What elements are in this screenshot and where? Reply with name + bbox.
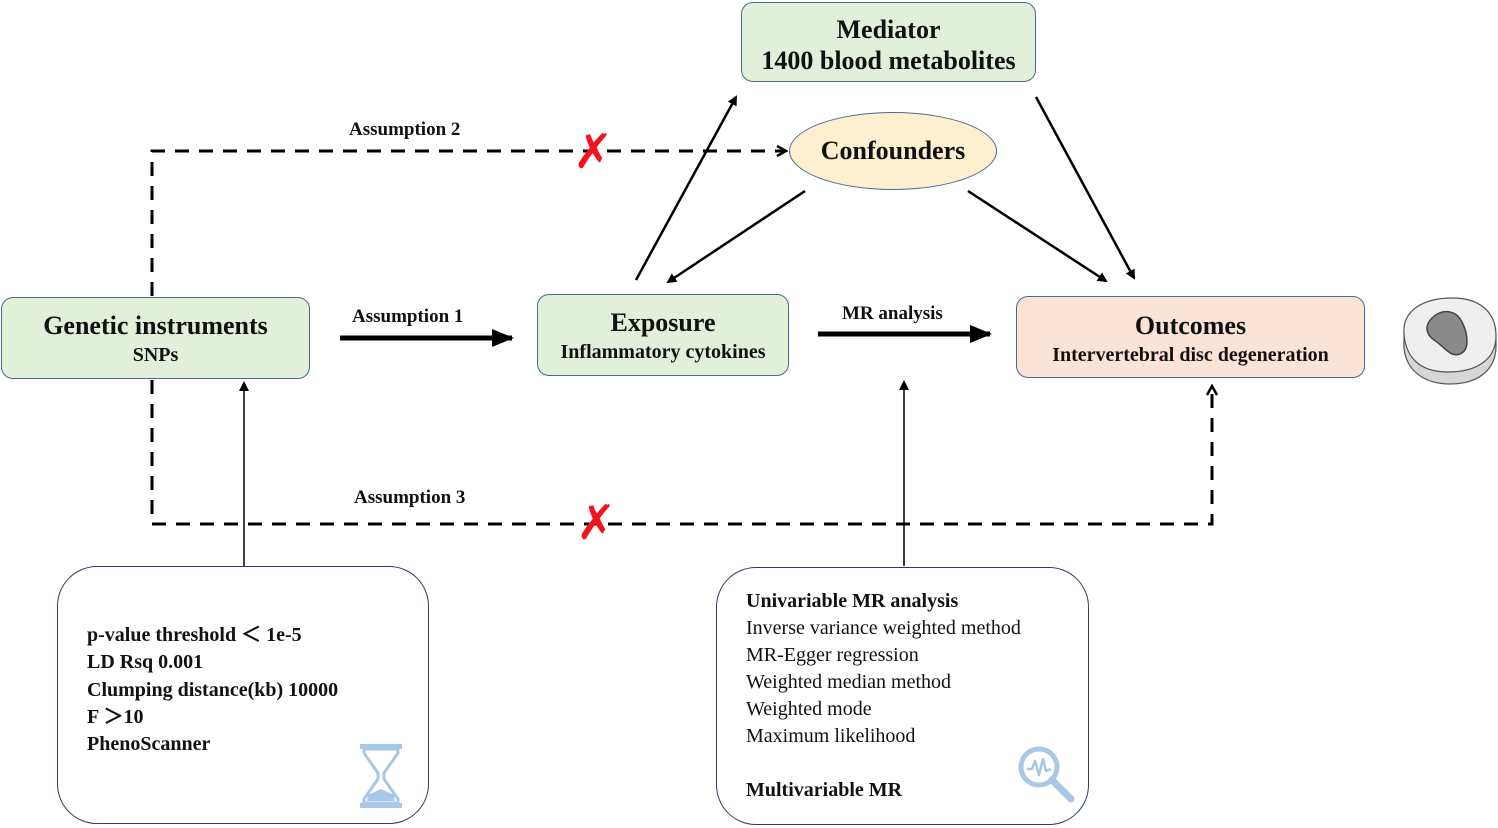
- methods-heading: Univariable MR analysis: [746, 590, 959, 612]
- exposure-node: Exposure Inflammatory cytokines: [537, 294, 789, 376]
- mediator-to-outcomes-arrow: [1034, 96, 1136, 280]
- mediator-subtitle: 1400 blood metabolites: [761, 46, 1016, 75]
- violation-x-icon: ✗: [576, 495, 617, 551]
- method-item: Inverse variance weighted method: [746, 617, 1021, 639]
- mr-analysis-label: MR analysis: [842, 303, 943, 324]
- assumption2-label: Assumption 2: [349, 119, 461, 140]
- assumption3-label: Assumption 3: [354, 487, 466, 508]
- outcomes-title: Outcomes: [1134, 311, 1247, 340]
- exposure-subtitle: Inflammatory cytokines: [560, 341, 766, 363]
- violation-x-icon: ✗: [573, 124, 614, 180]
- genetic-instruments-node: Genetic instruments SNPs: [1, 297, 310, 379]
- genetic-title: Genetic instruments: [43, 311, 268, 340]
- mr-methods-panel: Univariable MR analysis Inverse variance…: [716, 567, 1089, 825]
- assumption1-label: Assumption 1: [352, 306, 464, 327]
- method-item: MR-Egger regression: [746, 644, 919, 666]
- outcomes-subtitle: Intervertebral disc degeneration: [1052, 344, 1329, 366]
- criteria-list: p-value threshold ＜ 1e-5 LD Rsq 0.001 Cl…: [87, 622, 338, 758]
- criteria-item: p-value threshold ＜ 1e-5: [87, 624, 302, 646]
- mediator-title: Mediator: [836, 15, 941, 44]
- outcomes-node: Outcomes Intervertebral disc degeneratio…: [1016, 296, 1365, 378]
- confounders-node: Confounders: [789, 112, 997, 190]
- confounders-title: Confounders: [820, 136, 966, 165]
- assumption3-dashed-path: [150, 380, 1212, 526]
- multivariable-label: Multivariable MR: [746, 779, 903, 801]
- method-item: Maximum likelihood: [746, 725, 916, 747]
- confounders-to-outcomes-arrow: [967, 189, 1108, 283]
- confounders-to-exposure-arrow: [666, 189, 806, 284]
- criteria-item: LD Rsq 0.001: [87, 651, 204, 674]
- mediator-node: Mediator 1400 blood metabolites: [741, 2, 1036, 82]
- assumption2-dashed-path: [150, 151, 786, 296]
- exposure-to-mediator-arrow: [634, 95, 738, 281]
- genetic-subtitle: SNPs: [132, 344, 179, 366]
- instrument-criteria-panel: p-value threshold ＜ 1e-5 LD Rsq 0.001 Cl…: [57, 566, 429, 824]
- intervertebral-disc-icon: [1403, 297, 1497, 385]
- method-item: Weighted median method: [746, 671, 951, 693]
- method-item: Weighted mode: [746, 698, 872, 720]
- magnifier-icon: [1018, 746, 1075, 803]
- criteria-item: Clumping distance(kb) 10000: [87, 678, 339, 701]
- criteria-item: PhenoScanner: [87, 733, 211, 756]
- criteria-item: F ＞10: [87, 705, 144, 728]
- hourglass-icon: [360, 744, 402, 808]
- methods-list: Univariable MR analysis Inverse variance…: [746, 588, 1021, 750]
- exposure-title: Exposure: [610, 308, 716, 337]
